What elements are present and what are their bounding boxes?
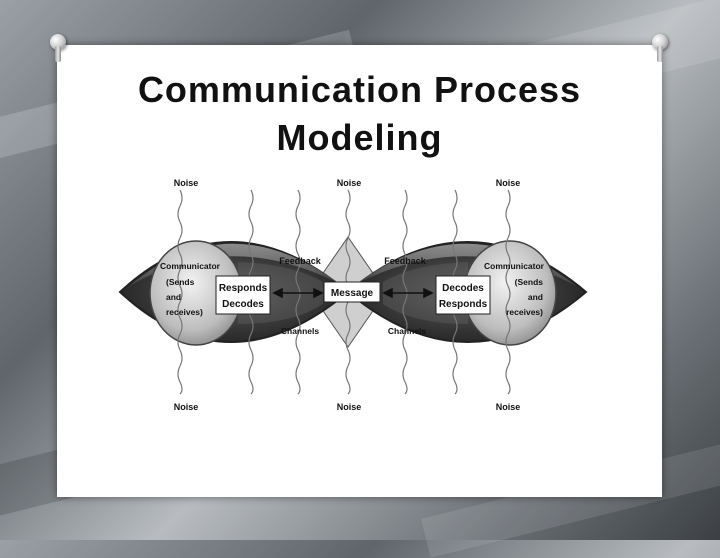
feedback-label-left: Feedback: [279, 256, 322, 266]
left-communicator-line3: receives): [166, 307, 203, 317]
right-communicator-title: Communicator: [484, 261, 545, 271]
title-line-2: Modeling: [276, 117, 443, 158]
double-arrow-right: [382, 287, 434, 299]
noise-label-top-center: Noise: [337, 178, 362, 188]
title-line-1: Communication Process: [137, 69, 582, 110]
right-action-decodes: Decodes: [442, 283, 484, 294]
communication-diagram: Noise Noise Noise Noise Noise Noise Comm…: [118, 178, 588, 412]
noise-label-top-left: Noise: [174, 178, 199, 188]
noise-line: [295, 189, 301, 395]
slide-title: Communication Process Modeling: [57, 66, 662, 162]
noise-label-bottom-center: Noise: [337, 402, 362, 412]
right-action-responds: Responds: [439, 299, 488, 310]
channels-label-left: Channels: [281, 326, 320, 336]
right-communicator-line1: (Sends: [515, 277, 544, 287]
left-action-box: [215, 275, 271, 315]
right-eye-highlight: [356, 243, 578, 287]
left-communicator-title: Communicator: [160, 261, 221, 271]
message-box: [323, 281, 381, 303]
right-communicator-line3: receives): [506, 307, 543, 317]
noise-label-bottom-left: Noise: [174, 402, 199, 412]
noise-label-bottom-right: Noise: [496, 402, 521, 412]
double-arrow-left: [272, 287, 324, 299]
feedback-label-right: Feedback: [384, 256, 427, 266]
noise-line: [402, 189, 408, 395]
left-action-decodes: Decodes: [222, 299, 264, 310]
right-action-box: [435, 275, 491, 315]
left-communicator-line1: (Sends: [166, 277, 195, 287]
message-label: Message: [331, 288, 374, 299]
pushpin-icon: [50, 34, 66, 62]
left-communicator-line2: and: [166, 292, 181, 302]
channels-label-right: Channels: [388, 326, 427, 336]
right-communicator-line2: and: [528, 292, 543, 302]
pushpin-icon: [652, 34, 668, 62]
noise-line: [177, 189, 183, 395]
noise-label-top-right: Noise: [496, 178, 521, 188]
noise-line: [505, 189, 511, 395]
left-action-responds: Responds: [219, 283, 268, 294]
